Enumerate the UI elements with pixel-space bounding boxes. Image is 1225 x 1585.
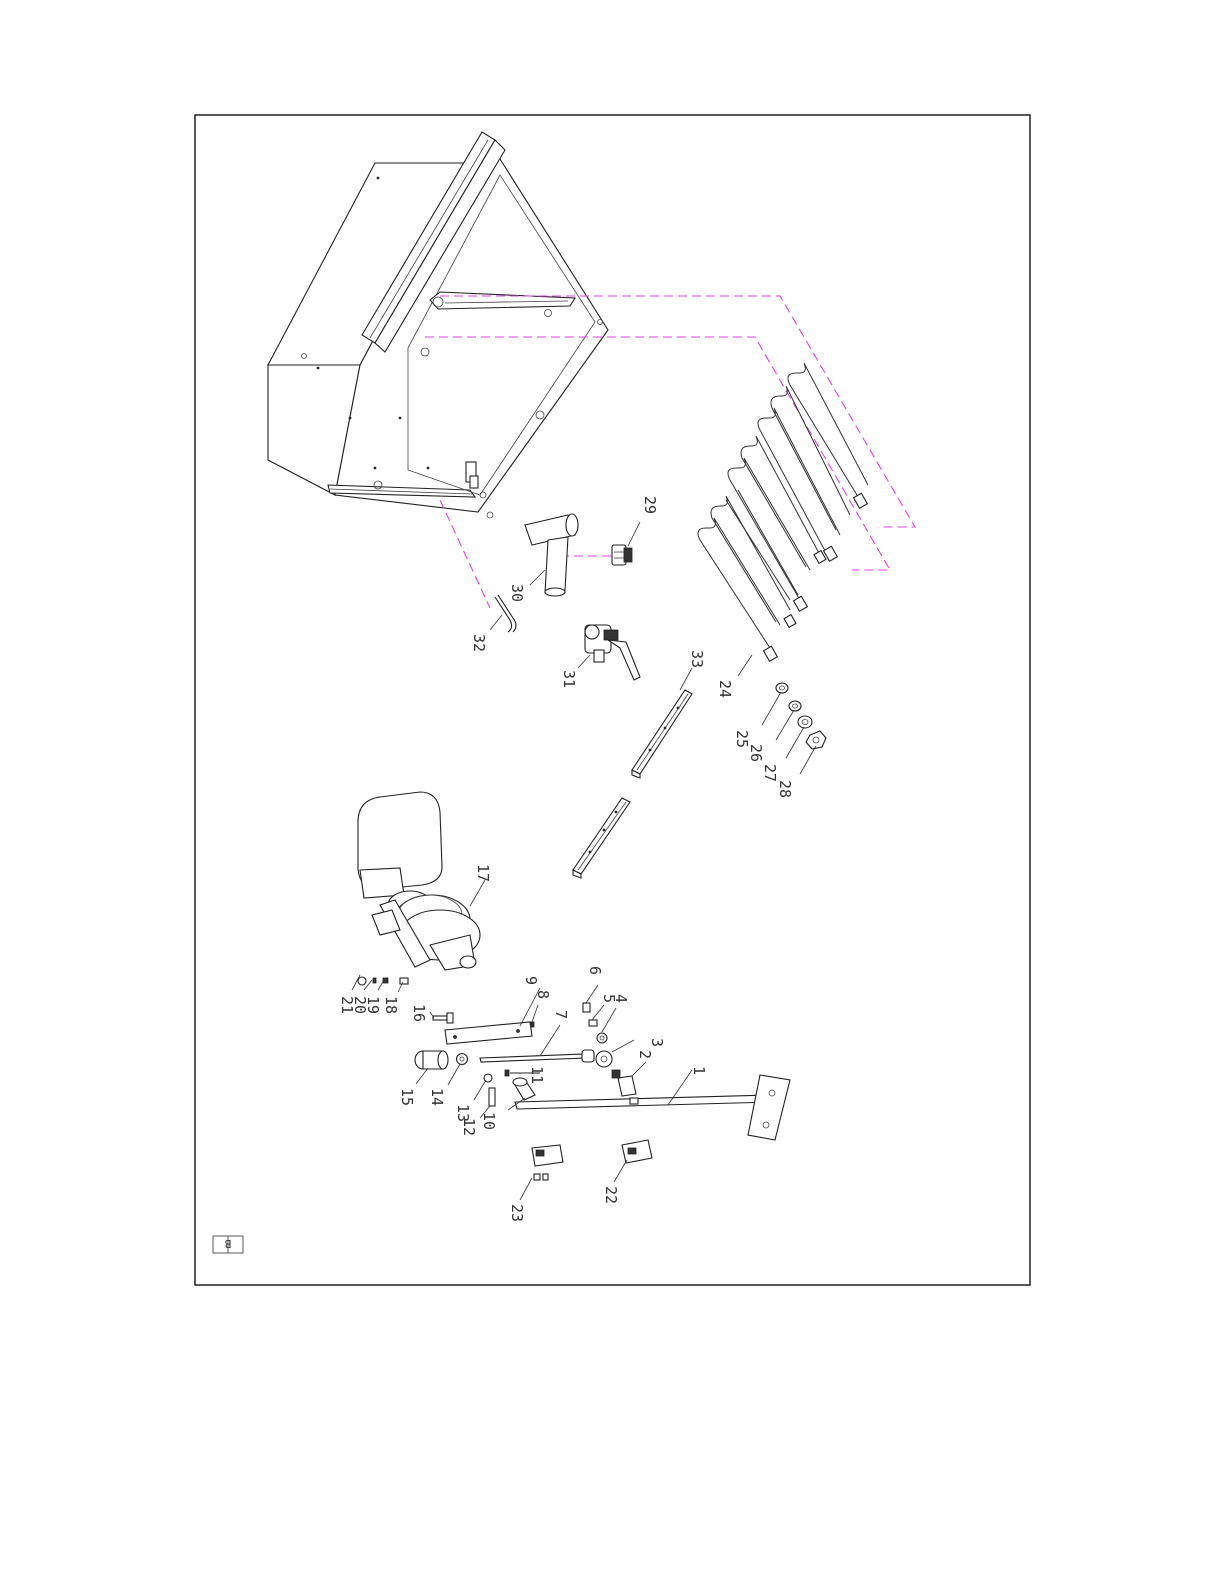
callout-21: 21 [338, 996, 356, 1014]
microswitch-assemblies [532, 1140, 652, 1180]
callout-17: 17 [474, 864, 492, 882]
callout-23: 23 [508, 1204, 526, 1222]
linkage-parts [358, 977, 790, 1140]
callout-28: 28 [776, 780, 794, 798]
drain-valve [585, 625, 640, 680]
callout-22: 22 [602, 1186, 620, 1204]
element-washers-and-nut [776, 683, 826, 749]
callout-15: 15 [398, 1088, 416, 1106]
callout-30: 30 [508, 584, 526, 602]
thermostat-probe [612, 545, 632, 565]
fryer-tank [268, 132, 608, 518]
callout-2: 2 [636, 1050, 654, 1059]
callout-7: 7 [552, 1010, 570, 1019]
callout-10: 10 [480, 1112, 498, 1130]
gear-motor [358, 792, 480, 970]
callout-11: 11 [528, 1066, 546, 1084]
callout-29: 29 [641, 496, 659, 514]
mounting-channel-lower [573, 798, 630, 878]
mounting-channel-upper [632, 690, 692, 778]
callout-33: 33 [688, 650, 706, 668]
callout-9: 9 [522, 976, 540, 985]
frame-label: B [213, 1236, 243, 1253]
callout-13: 13 [454, 1104, 472, 1122]
callout-3: 3 [648, 1038, 666, 1047]
callout-5: 5 [600, 994, 618, 1003]
callout-14: 14 [428, 1088, 446, 1106]
heating-element [698, 363, 868, 661]
callout-32: 32 [470, 634, 488, 652]
callout-18: 18 [382, 996, 400, 1014]
callout-8: 8 [534, 990, 552, 999]
drain-pipe [525, 514, 578, 596]
callout-31: 31 [560, 670, 578, 688]
callout-26: 26 [747, 744, 765, 762]
callout-16: 16 [410, 1004, 428, 1022]
callout-24: 24 [716, 680, 734, 698]
frame-label-text: B [224, 1237, 231, 1250]
callout-1: 1 [690, 1066, 708, 1075]
callout-6: 6 [586, 966, 604, 975]
